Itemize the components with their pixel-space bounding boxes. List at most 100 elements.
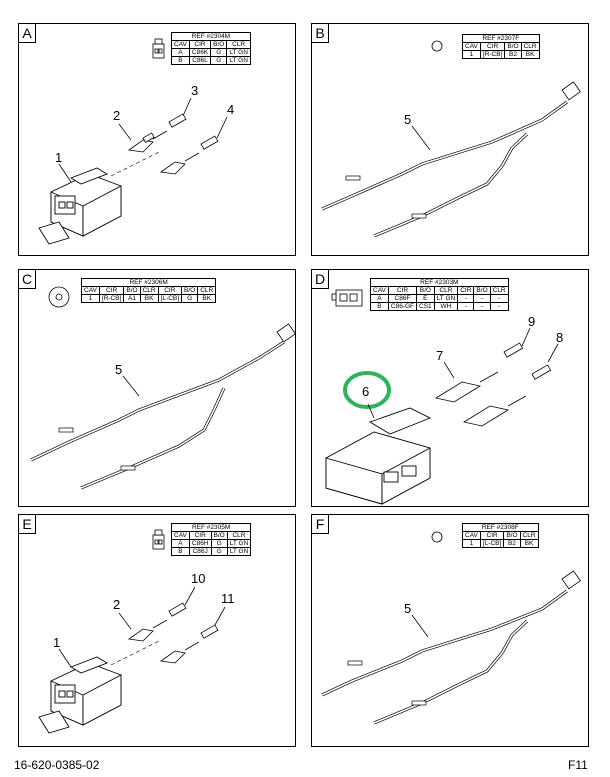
cell: CS1 <box>416 302 435 311</box>
col-header: CLR <box>433 286 459 295</box>
cell: BK <box>197 294 217 303</box>
cell: E <box>416 294 435 303</box>
connector-body <box>325 407 432 505</box>
panel-d: D 6 7 8 9 <box>311 269 589 507</box>
col-header: CIR <box>188 531 212 540</box>
col-header: CAV <box>81 286 100 295</box>
callout-2: 2 <box>113 597 120 612</box>
cell: LT GN <box>226 56 251 65</box>
cell: A <box>370 294 389 303</box>
cell: G <box>210 56 228 65</box>
panel-letter: F <box>312 515 329 534</box>
col-header: CIR <box>387 286 418 295</box>
col-header: CIR <box>479 42 506 51</box>
col-header: CLR <box>226 40 251 49</box>
col-header: CLR <box>197 286 217 295</box>
seal-3 <box>168 113 187 128</box>
terminal-7b <box>462 395 527 427</box>
reference-table: REF #2305M CAV CIR B/O CLR A C86H G LT G… <box>170 523 252 556</box>
highlight-circle <box>343 371 391 409</box>
connector-icon <box>152 529 165 550</box>
seal-8 <box>531 364 552 380</box>
cell: C86J <box>188 547 212 556</box>
cell: [L-CB] <box>479 539 505 548</box>
table-row: B C86J G LT GN <box>171 547 252 556</box>
ref-title: REF #2306M <box>80 278 217 287</box>
cell: A1 <box>123 294 141 303</box>
callout-7: 7 <box>436 348 443 363</box>
panel-letter: E <box>19 515 36 534</box>
col-header: CIR <box>188 40 212 49</box>
seal-4 <box>200 135 219 150</box>
cell: G <box>210 547 228 556</box>
cell: BK <box>520 50 540 59</box>
callout-8: 8 <box>556 330 563 345</box>
panel-e: E 1 2 10 11 <box>18 514 296 747</box>
cell: C86F <box>387 294 418 303</box>
col-header: CIR <box>479 531 505 540</box>
ring-terminal-icon <box>431 531 443 543</box>
col-header: CAV <box>171 531 190 540</box>
connector-body <box>38 656 122 734</box>
col-header: B/O <box>473 286 491 295</box>
col-header: CLR <box>226 531 252 540</box>
ref-title: REF #2307F <box>462 34 540 43</box>
terminal-2 <box>127 130 168 153</box>
callout-9: 9 <box>528 314 535 329</box>
connector-icon <box>152 38 165 59</box>
table-row: 1 [R-CB] B2 BK <box>462 50 540 59</box>
cell: B <box>171 56 190 65</box>
connector-2304m-drawing: 1 2 3 4 <box>38 38 234 245</box>
callout-1: 1 <box>53 635 60 650</box>
cell: BK <box>139 294 159 303</box>
document-number: 16-620-0385-02 <box>14 758 100 772</box>
cell: C86K <box>188 48 212 57</box>
col-header: B/O <box>210 40 228 49</box>
col-header: B/O <box>503 531 521 540</box>
table-row: 1 [L-CB] B2 BK <box>462 539 539 548</box>
cell: B2 <box>504 50 522 59</box>
col-header: CIR <box>457 286 475 295</box>
callout-4: 4 <box>227 102 234 117</box>
callout-5: 5 <box>404 601 411 616</box>
cell: A <box>171 48 190 57</box>
seal-9 <box>503 342 524 358</box>
page-code: F11 <box>568 758 588 772</box>
reference-table: REF #2304M CAV CIR B/O CLR A C86K G LT G… <box>171 32 251 65</box>
callout-5: 5 <box>404 112 411 127</box>
callout-2: 2 <box>113 108 120 123</box>
table-row: A C86H G LT GN <box>171 539 252 548</box>
cell: - <box>489 294 509 303</box>
seal-10 <box>168 602 187 617</box>
col-header: CIR <box>157 286 183 295</box>
col-header: CLR <box>520 42 540 51</box>
col-header: CLR <box>139 286 159 295</box>
col-header: CAV <box>462 42 481 51</box>
harness-drawing: 5 <box>30 286 296 490</box>
col-header: CIR <box>98 286 125 295</box>
reference-table: REF #2308F CAV CIR B/O CLR 1 [L-CB] B2 B… <box>462 523 539 548</box>
callout-11: 11 <box>221 591 235 606</box>
col-header: CLR <box>489 286 509 295</box>
panel-letter: B <box>312 24 329 43</box>
col-header: CAV <box>462 531 481 540</box>
ref-title: REF #2308F <box>462 523 539 532</box>
cell: LT GN <box>226 539 252 548</box>
terminal-7 <box>434 371 499 403</box>
cell: 1 <box>462 539 481 548</box>
harness-drawing: 5 <box>321 40 581 238</box>
cell: [R-CB] <box>479 50 506 59</box>
cell: [L-CB] <box>157 294 183 303</box>
col-header: B/O <box>416 286 435 295</box>
cell: - <box>457 294 475 303</box>
table-row: A C86K G LT GN <box>171 48 251 57</box>
cell: - <box>489 302 509 311</box>
seal-11 <box>200 624 219 639</box>
col-header: B/O <box>210 531 228 540</box>
cell: C86H <box>188 539 212 548</box>
table-row: B C86L G LT GN <box>171 56 251 65</box>
connector-icon <box>331 289 363 307</box>
panel-letter: C <box>19 270 36 289</box>
table-row: B C86-GF CS1 WH - - - <box>370 302 509 311</box>
connector-2303m-drawing: 6 7 8 9 <box>325 289 563 505</box>
